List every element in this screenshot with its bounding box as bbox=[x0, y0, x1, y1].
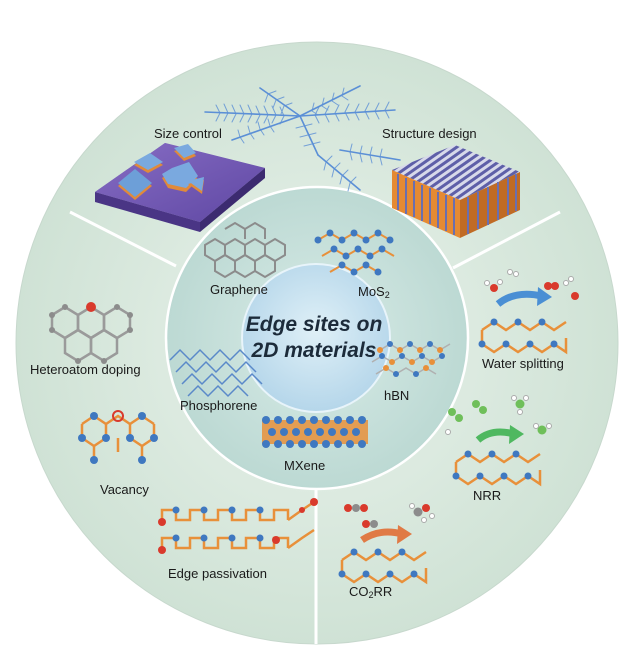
divider-upper-left bbox=[69, 210, 177, 268]
phosphorene-illustration bbox=[169, 348, 263, 398]
center-title-line1: Edge sites on bbox=[245, 313, 383, 336]
label-mos2-sub: 2 bbox=[384, 290, 390, 300]
center-disc bbox=[241, 263, 391, 413]
label-structure-design: Structure design bbox=[382, 126, 477, 141]
mxene-illustration bbox=[262, 416, 368, 448]
label-hbn: hBN bbox=[384, 388, 410, 403]
label-edge-passivation: Edge passivation bbox=[168, 566, 268, 581]
heteroatom-doping-illustration bbox=[49, 302, 133, 364]
label-water-splitting: Water splitting bbox=[482, 356, 564, 371]
label-heteroatom-doping: Heteroatom doping bbox=[30, 362, 141, 377]
vacancy-illustration bbox=[78, 410, 158, 464]
dendrite-illustration bbox=[204, 85, 401, 192]
divider-upper-right bbox=[452, 210, 561, 270]
label-mos2: MoS2 bbox=[358, 284, 390, 300]
mos2-illustration bbox=[314, 229, 395, 276]
label-graphene: Graphene bbox=[210, 282, 268, 297]
hbn-illustration bbox=[371, 341, 451, 377]
label-co2rr-sub: 2 bbox=[368, 590, 374, 600]
size-control-illustration bbox=[95, 143, 265, 232]
label-phosphorene: Phosphorene bbox=[180, 398, 258, 413]
label-vacancy: Vacancy bbox=[100, 482, 149, 497]
label-size-control: Size control bbox=[154, 126, 222, 141]
center-title: Edge sites on 2D materials bbox=[224, 312, 404, 364]
structure-design-illustration bbox=[392, 145, 520, 238]
edge-passivation-illustration bbox=[158, 498, 318, 554]
label-mxene: MXene bbox=[284, 458, 326, 473]
center-title-line2: 2D materials bbox=[251, 339, 377, 362]
label-nrr: NRR bbox=[473, 488, 502, 503]
label-co2rr: CO2RR bbox=[349, 584, 392, 600]
water-splitting-illustration bbox=[478, 269, 579, 355]
label-co2rr-post: RR bbox=[373, 584, 393, 599]
co2rr-illustration bbox=[338, 503, 435, 585]
label-mos2-main: MoS bbox=[358, 284, 385, 299]
label-co2rr-pre: CO bbox=[349, 584, 369, 599]
nrr-illustration bbox=[445, 395, 552, 487]
graphene-illustration bbox=[204, 221, 286, 279]
